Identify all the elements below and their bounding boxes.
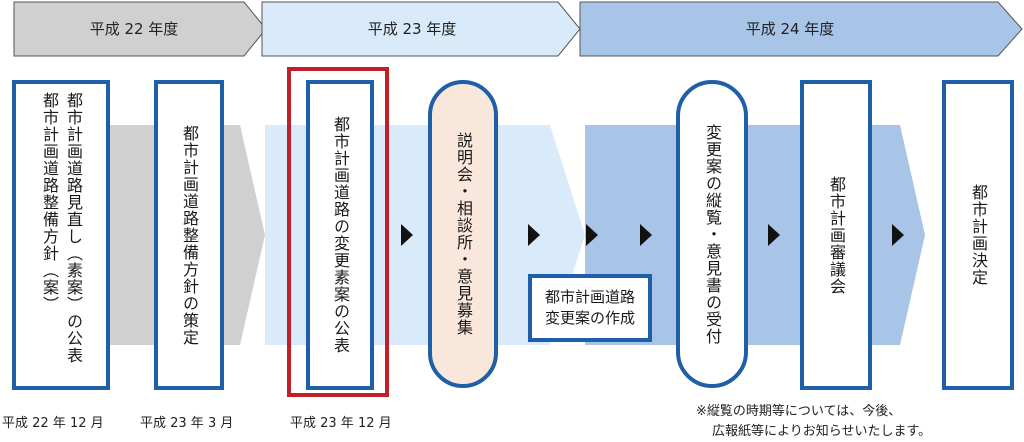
flow-arrow-1 xyxy=(401,224,413,246)
step-5-line2: 変更案の作成 xyxy=(544,309,635,327)
date-label-h22-12: 平成 22 年 12 月 xyxy=(2,416,104,431)
step-6-text: 変更案の縦覧・意見書の受付 xyxy=(703,123,722,345)
flow-arrow-4 xyxy=(640,224,652,246)
step-1-text-col2: 都市計画道路整備方針（案） xyxy=(40,92,59,313)
phase-arrow-h22 xyxy=(13,1,267,57)
highlight-frame xyxy=(287,67,389,397)
phase-arrow-h24 xyxy=(579,1,1023,57)
step-public-inspection: 変更案の縦覧・意見書の受付 xyxy=(676,80,748,388)
flow-arrow-5 xyxy=(768,224,780,246)
date-label-h23-12: 平成 23 年 12 月 xyxy=(290,416,392,431)
step-1-text-group: 都市計画道路見直し（素案）の公表 都市計画道路整備方針（案） xyxy=(39,92,83,364)
flow-arrow-6 xyxy=(892,224,904,246)
step-planning-council: 都市計画審議会 xyxy=(800,80,872,390)
step-briefing-consultation: 説明会・相談所・意見募集 xyxy=(428,80,498,388)
flow-arrow-3 xyxy=(586,224,598,246)
step-plan-decision: 都市計画決定 xyxy=(942,80,1014,390)
note-line-2: 広報紙等によりお知らせいたします。 xyxy=(712,424,932,439)
phase-label-h23: 平成 23 年度 xyxy=(367,19,457,38)
phase-label-h24: 平成 24 年度 xyxy=(745,19,835,38)
flow-arrow-2 xyxy=(528,224,540,246)
step-change-plan-creation: 都市計画道路 変更案の作成 xyxy=(528,274,652,342)
step-4-text: 説明会・相談所・意見募集 xyxy=(454,132,473,336)
step-3-text: 都市計画道路の変更素案の公表 xyxy=(331,116,350,354)
step-7-text: 都市計画審議会 xyxy=(827,175,846,295)
phase-arrow-h23 xyxy=(261,1,581,57)
date-label-h23-03: 平成 23 年 3 月 xyxy=(140,416,234,431)
phase-label-h22: 平成 22 年度 xyxy=(89,19,179,38)
step-draft-policy-publication: 都市計画道路見直し（素案）の公表 都市計画道路整備方針（案） xyxy=(12,80,110,390)
step-5-line1: 都市計画道路 xyxy=(544,288,635,306)
step-policy-establishment: 都市計画道路整備方針の策定 xyxy=(154,80,224,390)
note-line-1: ※縦覧の時期等については、今後、 xyxy=(696,404,902,419)
step-8-text: 都市計画決定 xyxy=(969,184,988,286)
step-2-text: 都市計画道路整備方針の策定 xyxy=(180,124,199,346)
step-change-draft-publication: 都市計画道路の変更素案の公表 xyxy=(306,80,374,390)
step-1-text-col1: 都市計画道路見直し（素案）の公表 xyxy=(64,92,83,364)
